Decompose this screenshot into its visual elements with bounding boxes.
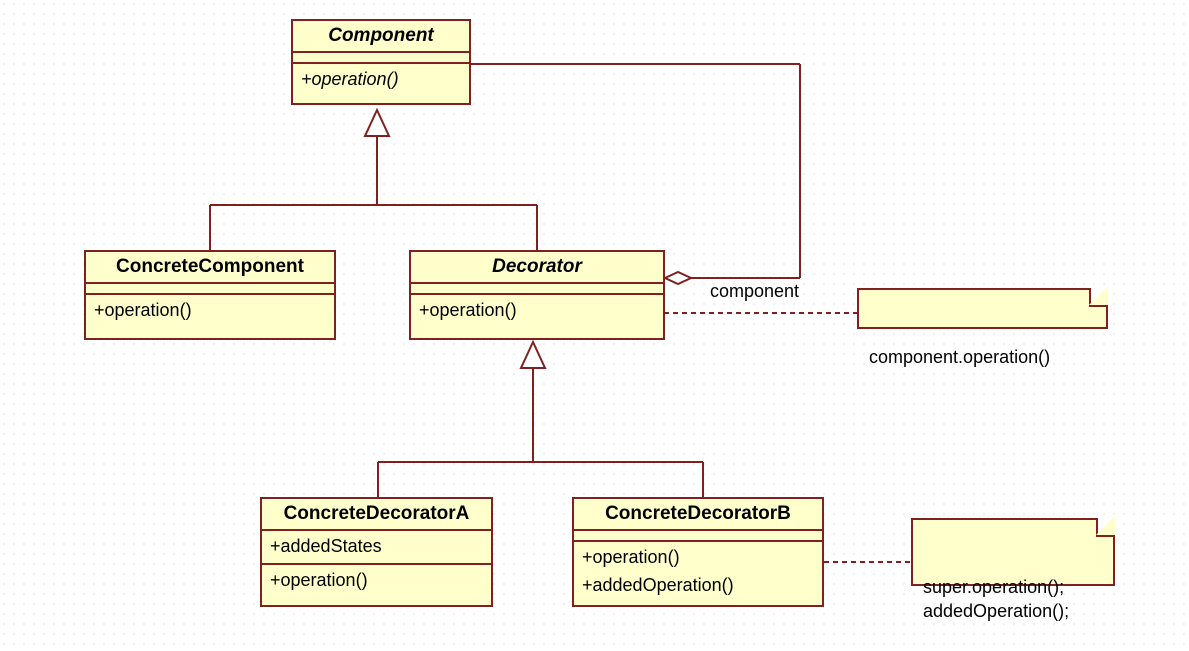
operation-concrete-component-operation: +operation() [94,300,192,321]
compartment-divider [574,529,822,532]
compartment-divider [411,282,663,285]
compartment-divider [574,540,822,543]
operation-concrete-decorator-a-operation: +operation() [270,570,368,591]
class-box-component[interactable]: Component +operation() [291,19,471,105]
class-box-concrete-component[interactable]: ConcreteComponent +operation() [84,250,336,340]
operation-decorator-operation: +operation() [419,300,517,321]
note-fold-corner-icon [1089,286,1108,307]
attributes-compartment-component [293,53,469,62]
operation-concrete-decorator-b-operation: +operation() [582,547,680,568]
compartment-divider [86,282,334,285]
class-name-component: Component [328,25,434,46]
note-decorator-operation-text: component.operation() [869,346,1051,367]
operation-component-operation: +operation() [301,69,399,90]
compartment-divider [293,62,469,65]
operation-concrete-decorator-b-added-operation: +addedOperation() [582,575,734,596]
compartment-divider [262,563,491,566]
class-name-concrete-component: ConcreteComponent [116,256,304,277]
attribute-concrete-decorator-a-added-states: +addedStates [270,536,382,557]
note-concrete-decorator-b-text: super.operation(); addedOperation(); [923,576,1070,621]
class-box-concrete-decorator-a[interactable]: ConcreteDecoratorA +addedStates +operati… [260,497,493,607]
note-decorator-operation[interactable]: component.operation() [857,286,1108,367]
association-role-label-component: component [710,281,800,301]
compartment-divider [293,51,469,54]
generalization-to-component [209,107,538,250]
class-box-decorator[interactable]: Decorator +operation() [409,250,665,340]
attributes-compartment-concrete-component [86,284,334,293]
aggregation-diamond [662,270,694,286]
note-concrete-decorator-b[interactable]: super.operation(); addedOperation(); [911,516,1115,621]
class-name-concrete-decorator-a: ConcreteDecoratorA [283,503,470,524]
compartment-divider [86,293,334,296]
generalization-arrowhead [519,339,547,369]
class-name-concrete-decorator-b: ConcreteDecoratorB [605,503,791,524]
compartment-divider [411,293,663,296]
generalization-to-decorator [377,339,704,497]
class-box-concrete-decorator-b[interactable]: ConcreteDecoratorB +operation() +addedOp… [572,497,824,607]
attributes-compartment-decorator [411,284,663,293]
compartment-divider [262,529,491,532]
generalization-arrowhead [363,107,391,137]
note-fold-corner-icon [1096,516,1115,537]
class-name-decorator: Decorator [492,256,582,277]
attributes-compartment-concrete-decorator-b [574,531,822,540]
